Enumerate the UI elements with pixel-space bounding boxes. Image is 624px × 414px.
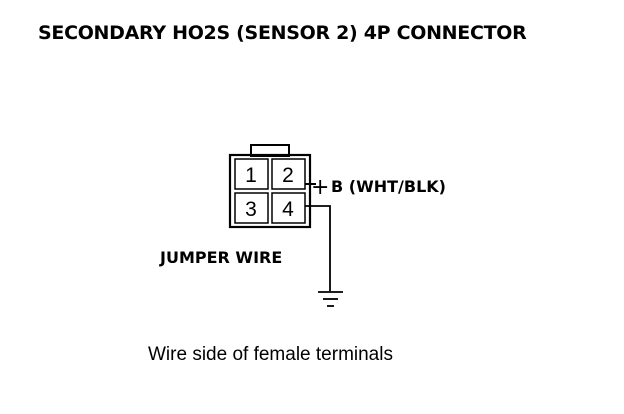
connector-cell-2 bbox=[271, 158, 306, 190]
connector-cell-1 bbox=[234, 158, 269, 190]
pin-label-3: 3 bbox=[245, 198, 257, 221]
plus-symbol: + bbox=[311, 175, 329, 200]
power-label: B (WHT/BLK) bbox=[331, 177, 446, 196]
jumper-wire-label: JUMPER WIRE bbox=[159, 248, 282, 267]
diagram-title: SECONDARY HO2S (SENSOR 2) 4P CONNECTOR bbox=[38, 22, 527, 44]
pin-label-2: 2 bbox=[282, 164, 294, 187]
ground-icon bbox=[318, 291, 343, 307]
diagram-caption: Wire side of female terminals bbox=[148, 344, 393, 365]
pin-label-1: 1 bbox=[245, 164, 257, 187]
connector-housing bbox=[228, 153, 312, 229]
jumper-wire-line bbox=[305, 205, 331, 291]
pin-label-4: 4 bbox=[282, 198, 294, 221]
connector-cell-4 bbox=[271, 192, 306, 224]
connector-cell-3 bbox=[234, 192, 269, 224]
